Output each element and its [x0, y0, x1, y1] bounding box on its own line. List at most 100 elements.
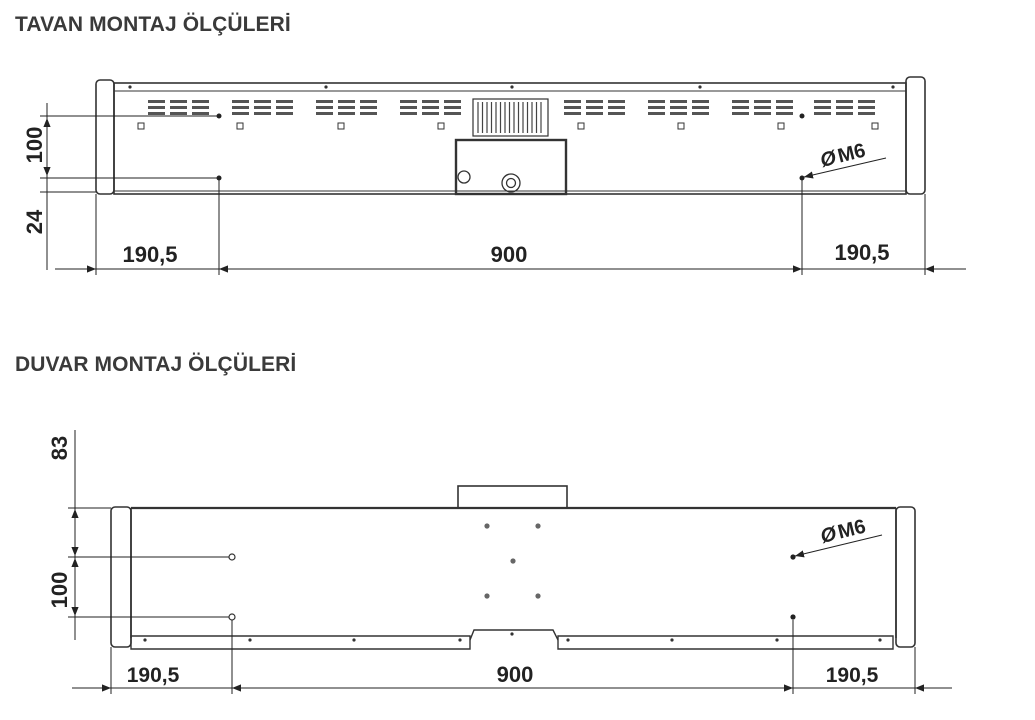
- vent-slot: [670, 106, 687, 109]
- ceiling-body: [113, 82, 907, 195]
- vent-slot: [422, 106, 439, 109]
- vent-slot: [814, 100, 831, 103]
- wall-mount-holes: [228, 553, 796, 621]
- wall-hole-upper-right: [790, 554, 796, 560]
- ceiling-center-grille: [472, 98, 549, 137]
- vent-slot: [170, 112, 187, 115]
- vent-slot: [692, 100, 709, 103]
- ceiling-mount-holes: [216, 113, 805, 181]
- ceiling-left-end-cap: [95, 79, 115, 195]
- vent-slot: [360, 106, 377, 109]
- wall-dim-vertical-upper: 83: [47, 436, 72, 460]
- vent-slot: [148, 112, 165, 115]
- vent-slot: [254, 112, 271, 115]
- ceiling-dim-center: 900: [491, 242, 528, 267]
- vent-slot: [564, 106, 581, 109]
- vent-slot: [276, 100, 293, 103]
- vent-slot: [338, 106, 355, 109]
- vent-slot: [254, 100, 271, 103]
- diameter-icon: Ø: [818, 147, 840, 172]
- ceiling-screw-callout: Ø M6: [818, 140, 868, 172]
- wall-left-end-cap: [110, 506, 132, 648]
- wall-screw-callout: Ø M6: [818, 516, 868, 548]
- wall-dim-center: 900: [497, 662, 534, 687]
- wall-center-holes: [484, 523, 541, 599]
- vent-slot: [316, 106, 333, 109]
- ceiling-mount-title: TAVAN MONTAJ ÖLÇÜLERİ: [15, 13, 291, 36]
- vent-slot: [586, 100, 603, 103]
- vent-slot: [836, 106, 853, 109]
- ceiling-square-marks: [137, 122, 879, 130]
- wall-mount-title: DUVAR MONTAJ ÖLÇÜLERİ: [15, 353, 297, 376]
- vent-slot: [444, 112, 461, 115]
- ceiling-right-end-cap: [905, 76, 926, 195]
- ceiling-connection-box: [454, 138, 568, 196]
- vent-slot: [170, 106, 187, 109]
- vent-slot: [400, 112, 417, 115]
- vent-slot: [564, 100, 581, 103]
- vent-slot: [232, 100, 249, 103]
- vent-slot: [276, 112, 293, 115]
- vent-slot: [586, 106, 603, 109]
- vent-slot: [608, 100, 625, 103]
- vent-slot: [360, 112, 377, 115]
- vent-slot: [608, 106, 625, 109]
- wall-dim-vertical-lower: 100: [47, 572, 72, 609]
- diameter-icon: Ø: [818, 522, 840, 547]
- vent-slot: [670, 112, 687, 115]
- vent-slot: [192, 100, 209, 103]
- vent-slot: [316, 112, 333, 115]
- vent-slot: [338, 112, 355, 115]
- vent-slot: [148, 106, 165, 109]
- vent-slot: [192, 112, 209, 115]
- wall-dimensions: [68, 430, 952, 694]
- ceiling-dim-vertical-lower: 24: [22, 209, 47, 234]
- vent-slot: [732, 100, 749, 103]
- vent-slot: [360, 100, 377, 103]
- wall-top-outlet: [457, 485, 568, 509]
- wall-hole-lower-left: [228, 613, 236, 621]
- vent-slot: [422, 100, 439, 103]
- vent-slot: [776, 106, 793, 109]
- vent-slot: [648, 100, 665, 103]
- vent-slot: [858, 112, 875, 115]
- vent-slot: [648, 112, 665, 115]
- ceiling-dim-left: 190,5: [122, 242, 177, 267]
- vent-slot: [776, 112, 793, 115]
- vent-slot: [858, 106, 875, 109]
- wall-hole-lower-right: [790, 614, 796, 620]
- vent-slot: [692, 106, 709, 109]
- vent-slot: [836, 100, 853, 103]
- ceiling-dim-right: 190,5: [834, 240, 889, 265]
- vent-slot: [732, 112, 749, 115]
- vent-slot: [754, 106, 771, 109]
- vent-slot: [422, 112, 439, 115]
- vent-slot: [732, 106, 749, 109]
- vent-slot: [148, 100, 165, 103]
- vent-slot: [316, 100, 333, 103]
- ceiling-dim-vertical-upper: 100: [22, 127, 47, 164]
- vent-slot: [692, 112, 709, 115]
- wall-dim-right: 190,5: [826, 664, 879, 687]
- vent-slot: [754, 100, 771, 103]
- wall-right-end-cap: [895, 506, 916, 648]
- ceiling-hole-top-right: [799, 113, 805, 119]
- vent-slot: [836, 112, 853, 115]
- vent-slot: [276, 106, 293, 109]
- vent-slot: [338, 100, 355, 103]
- vent-slot: [564, 112, 581, 115]
- wall-hole-upper-left: [228, 553, 236, 561]
- vent-slot: [814, 106, 831, 109]
- ceiling-dimensions: [40, 103, 966, 275]
- ceiling-unit: [95, 76, 926, 195]
- vent-slot: [232, 112, 249, 115]
- vent-slot: [170, 100, 187, 103]
- vent-slot: [776, 100, 793, 103]
- wall-dim-left: 190,5: [127, 664, 180, 687]
- vent-slot: [232, 106, 249, 109]
- vent-slot: [754, 112, 771, 115]
- vent-slot: [192, 106, 209, 109]
- vent-slot: [670, 100, 687, 103]
- vent-slot: [648, 106, 665, 109]
